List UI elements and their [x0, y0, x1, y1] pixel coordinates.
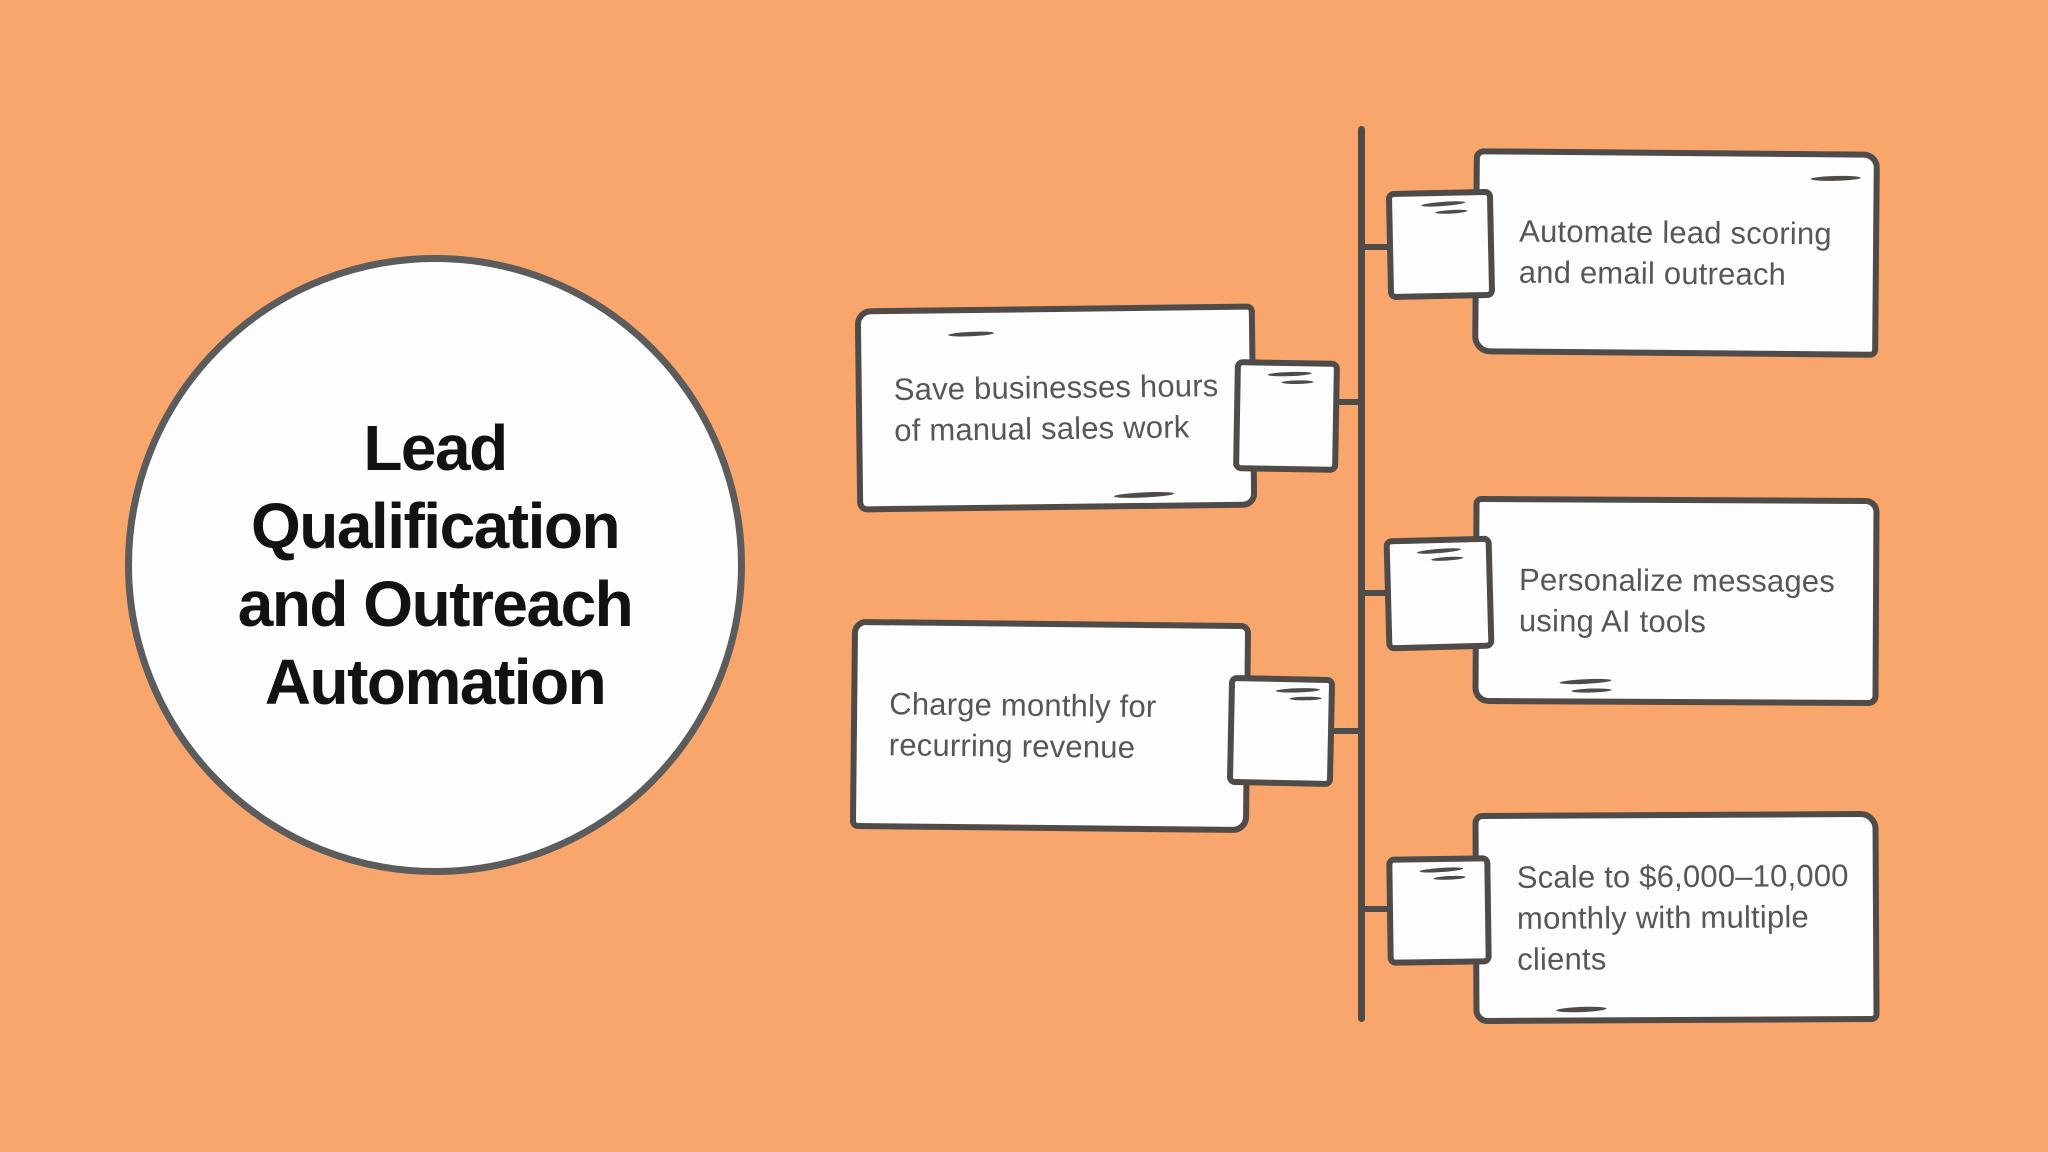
branch-connector-line: [1360, 906, 1392, 912]
sketch-dash-icon: [1558, 676, 1616, 696]
branch-label-line: of manual sales work: [894, 409, 1190, 448]
branch-node-scale: Scale to $6,000–10,000 monthly with mult…: [1472, 810, 1880, 1025]
branch-label-line: clients: [1517, 941, 1607, 977]
connector-square: [1226, 674, 1336, 788]
branch-label-line: Personalize messages: [1519, 562, 1836, 599]
sketch-dash-icon: [1555, 1004, 1607, 1014]
connector-square: [1386, 855, 1492, 966]
branch-label-line: Scale to $6,000–10,000: [1516, 858, 1849, 895]
sketch-dash-icon: [1113, 489, 1175, 502]
connector-square: [1383, 535, 1495, 652]
branch-connector-line: [1332, 399, 1364, 405]
sketch-dash-icon: [947, 329, 995, 340]
branch-label-line: Automate lead scoring: [1519, 213, 1832, 252]
central-topic-title-line: and Outreach: [237, 568, 634, 640]
central-topic-title-line: Lead: [363, 412, 508, 484]
branch-node-save: Save businesses hours of manual sales wo…: [854, 303, 1258, 513]
sketch-dash-icon: [1420, 199, 1470, 218]
sketch-dash-icon: [1418, 866, 1468, 885]
branch-node-charge: Charge monthly for recurring revenue: [849, 618, 1252, 834]
branch-label-line: using AI tools: [1518, 603, 1707, 640]
branch-label-line: Charge monthly for: [889, 686, 1157, 725]
sketch-dash-icon: [1266, 370, 1316, 389]
central-topic-title-line: Qualification: [250, 490, 621, 562]
central-topic-node: Lead Qualification and Outreach Automati…: [125, 255, 745, 875]
branch-connector-line: [1332, 728, 1364, 734]
branch-node-automate: Automate lead scoring and email outreach: [1472, 148, 1880, 358]
branch-label-line: and email outreach: [1518, 254, 1787, 292]
connector-square: [1385, 188, 1496, 301]
connector-square: [1233, 359, 1340, 473]
branch-label-line: Save businesses hours: [893, 368, 1219, 407]
branch-node-personalize: Personalize messages using AI tools: [1472, 495, 1880, 707]
central-topic-title: Lead Qualification and Outreach Automati…: [237, 409, 634, 721]
branch-label-line: recurring revenue: [888, 727, 1136, 765]
sketch-dash-icon: [1810, 173, 1862, 183]
branch-label-line: monthly with multiple: [1516, 899, 1810, 936]
central-topic-title-line: Automation: [264, 646, 607, 718]
branch-connector-line: [1360, 590, 1392, 596]
branch-connector-line: [1360, 244, 1392, 250]
sketch-dash-icon: [1416, 546, 1466, 565]
timeline-spine: [1358, 126, 1365, 1022]
sketch-dash-icon: [1275, 686, 1325, 705]
